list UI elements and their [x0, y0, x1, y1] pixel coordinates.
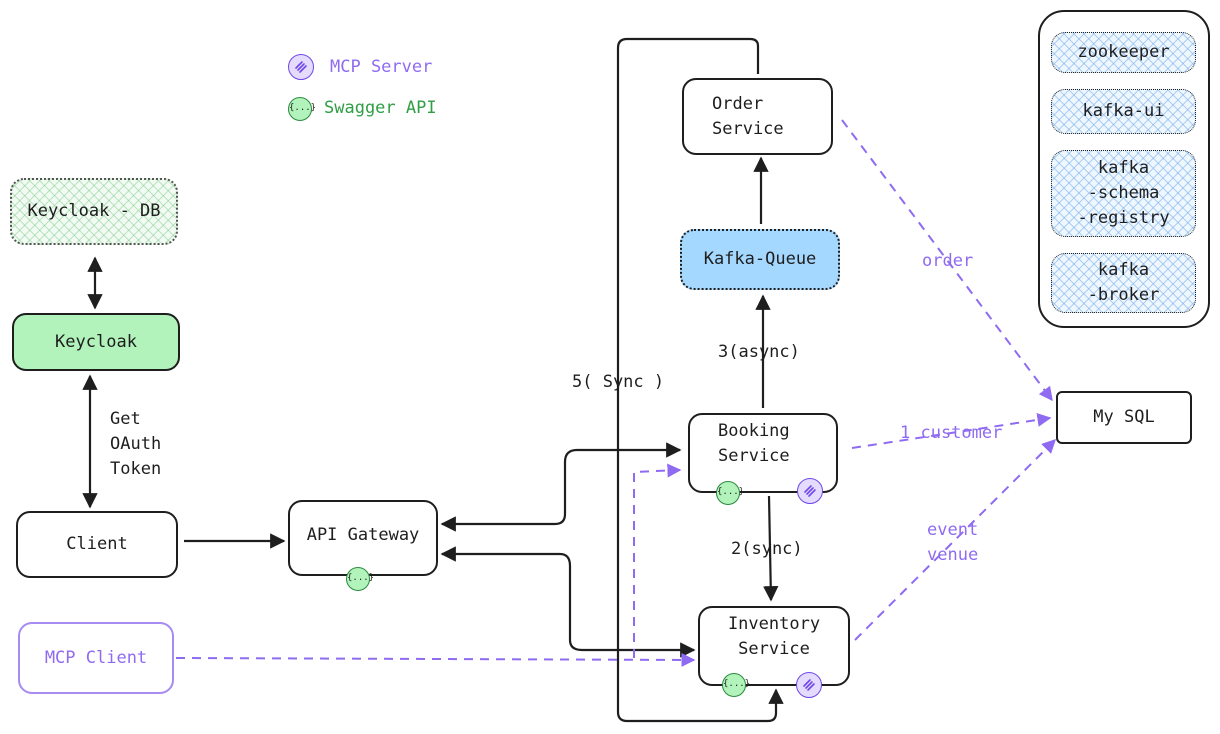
zookeeper-label: zookeeper: [1077, 42, 1170, 62]
schema-registry-node[interactable]: kafka -schema -registry: [1051, 150, 1196, 237]
edge-mcp-inventory: [175, 652, 696, 667]
client-label: Client: [66, 534, 128, 554]
kafka-broker-label: kafka -broker: [1087, 260, 1160, 305]
inventory-service-label: Inventory Service: [727, 614, 821, 659]
kafka-queue-node[interactable]: Kafka-Queue: [680, 229, 840, 290]
edge-mcp-booking: [633, 463, 682, 658]
edge-booking-mysql: [851, 412, 1052, 449]
inventory-mcp-icon: [796, 672, 822, 698]
inventory-swagger-icon: {...}: [722, 673, 750, 697]
schema-registry-label: kafka -schema -registry: [1077, 158, 1170, 228]
edge-gateway-booking: [440, 442, 682, 532]
mcp-client-node[interactable]: MCP Client: [18, 622, 174, 694]
api-gateway-node[interactable]: API Gateway: [288, 500, 438, 576]
mcp-client-label: MCP Client: [44, 647, 148, 668]
keycloak-db-label: Keycloak - DB: [27, 201, 161, 221]
edge-order-inventory-loop: [616, 37, 784, 723]
order-service-label: Order Service: [712, 93, 784, 139]
inventory-service-node[interactable]: Inventory Service: [698, 606, 850, 686]
kafka-broker-node[interactable]: kafka -broker: [1051, 253, 1196, 313]
client-node[interactable]: Client: [16, 511, 178, 578]
sync-edge-label: 2(sync): [731, 539, 803, 559]
api-gateway-label: API Gateway: [306, 524, 420, 545]
oauth-edge-label: Get OAuth Token: [110, 409, 162, 479]
async-edge-label: 3(async): [718, 342, 800, 362]
mysql-label: My SQL: [1093, 407, 1155, 427]
keycloak-db-node[interactable]: Keycloak - DB: [10, 178, 178, 245]
order-service-node[interactable]: Order Service: [682, 78, 833, 155]
edge-booking-inventory: [763, 495, 779, 602]
keycloak-node[interactable]: Keycloak: [12, 313, 180, 371]
order-edge-label: order: [922, 251, 974, 271]
edge-gateway-inventory: [440, 546, 696, 658]
mysql-node[interactable]: My SQL: [1056, 391, 1192, 444]
customer-edge-label: 1 customer: [900, 423, 1003, 443]
booking-mcp-icon: [797, 478, 823, 504]
booking-swagger-icon: {...}: [716, 481, 744, 505]
kafka-ui-label: kafka-ui: [1082, 101, 1165, 121]
event-venue-edge-label: event venue: [927, 520, 979, 565]
api-gateway-swagger-icon: {...}: [346, 567, 374, 591]
booking-service-label: Booking Service: [718, 421, 790, 466]
mcp-server-legend-icon: [288, 54, 314, 80]
kafka-ui-node[interactable]: kafka-ui: [1051, 89, 1196, 134]
legend-swagger-api: Swagger API: [324, 98, 437, 118]
edge-order-mysql: [841, 119, 1053, 402]
sync5-edge-label: 5( Sync ): [572, 372, 665, 392]
zookeeper-node[interactable]: zookeeper: [1051, 32, 1196, 73]
legend-mcp-server: MCP Server: [330, 57, 433, 77]
keycloak-label: Keycloak: [55, 331, 137, 352]
kafka-queue-label: Kafka-Queue: [703, 249, 817, 269]
swagger-legend-icon: {...}: [288, 97, 316, 121]
